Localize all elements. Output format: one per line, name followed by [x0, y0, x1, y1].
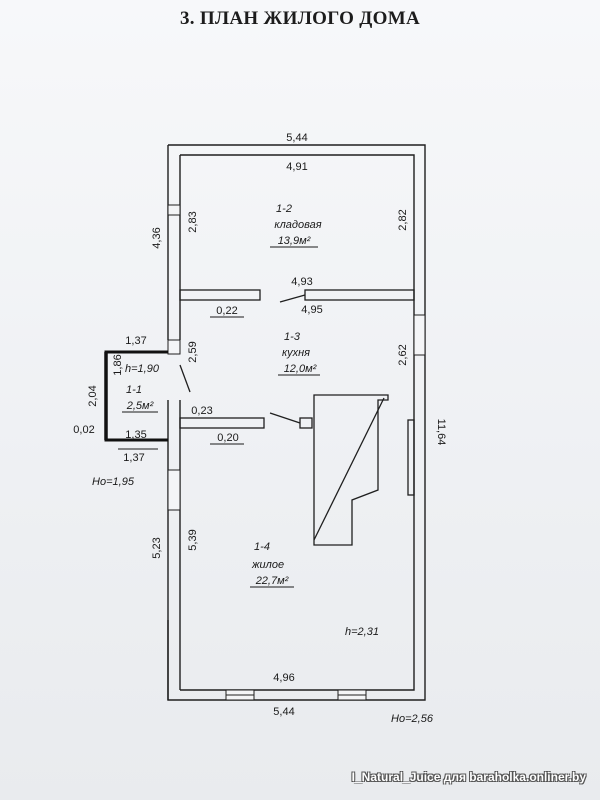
- dim-right-total: 11,64: [435, 419, 447, 446]
- stove-diagonal: [313, 397, 385, 541]
- window-right-kitchen: [413, 314, 426, 356]
- room-storage-name: кладовая: [274, 219, 321, 231]
- room-kitchen-number: 1-3: [284, 331, 301, 343]
- dim-partition-bottom: 4,95: [301, 304, 322, 316]
- partition-storage-kitchen-right: [304, 289, 415, 301]
- room-storage-number: 1-2: [276, 203, 292, 215]
- dim-vestibule-bottom: 1,37: [123, 452, 144, 464]
- dim-bottom-inner: 4,96: [273, 672, 294, 684]
- ground-height-right: Но=2,56: [391, 713, 434, 725]
- window-left-bottom: [167, 469, 181, 511]
- dim-storage-right: 2,82: [397, 209, 409, 230]
- dim-partition2-b: 0,20: [217, 432, 238, 444]
- stove-outline: [313, 394, 389, 546]
- window-left-top: [167, 204, 181, 216]
- page-title: 3. ПЛАН ЖИЛОГО ДОМА: [179, 8, 421, 29]
- room-living-name: жилое: [251, 559, 284, 571]
- dim-bottom-outer: 5,44: [273, 706, 294, 718]
- room-storage-area: 13,9м²: [278, 235, 311, 247]
- dim-partition-thickness: 0,22: [216, 305, 237, 317]
- dim-left-outer-top: 4,36: [151, 227, 163, 248]
- dim-vestibule-outer: 2,04: [87, 385, 99, 406]
- partition-storage-kitchen-left: [179, 289, 261, 301]
- dim-partition2-a: 0,23: [191, 405, 212, 417]
- room-kitchen-name: кухня: [282, 347, 310, 359]
- door-swing-entry: [179, 364, 191, 393]
- door-swing-storage: [279, 294, 306, 303]
- partition-kitchen-living: [179, 417, 265, 429]
- dim-vestibule-side: 1,86: [112, 354, 124, 375]
- dim-kitchen-right: 2,62: [397, 344, 409, 365]
- room-vestibule-height: h=1,90: [125, 363, 160, 375]
- dim-top-inner: 4,91: [286, 161, 307, 173]
- dim-living-left-outer: 5,23: [151, 537, 163, 558]
- dim-living-left-inner: 5,39: [187, 529, 199, 550]
- door-swing-living: [269, 412, 301, 424]
- room-living-number: 1-4: [254, 541, 270, 553]
- dim-vestibule-wall: 0,02: [73, 424, 94, 436]
- window-left-mid: [167, 339, 181, 355]
- dim-top-outer: 5,44: [286, 132, 307, 144]
- dim-vestibule-inner: 1,35: [125, 429, 146, 441]
- living-ceiling-height: h=2,31: [345, 626, 379, 638]
- dim-vestibule-top: 1,37: [125, 335, 146, 347]
- dim-partition-top: 4,93: [291, 276, 312, 288]
- room-vestibule-number: 1-1: [126, 384, 142, 396]
- room-kitchen-area: 12,0м²: [284, 363, 317, 375]
- dim-kitchen-left: 2,59: [187, 341, 199, 362]
- room-vestibule-area: 2,5м²: [126, 400, 154, 412]
- ground-height-left: Но=1,95: [92, 476, 135, 488]
- room-living-area: 22,7м²: [255, 575, 289, 587]
- dim-storage-left: 2,83: [187, 211, 199, 232]
- watermark: I_Natural_Juice для baraholka.onliner.by: [351, 770, 586, 784]
